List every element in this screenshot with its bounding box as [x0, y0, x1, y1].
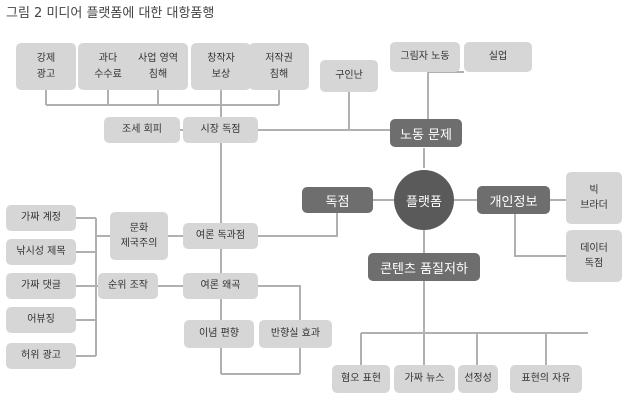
- node-copyright-infringe-line1: 저작권: [265, 53, 293, 64]
- figure-title: 그림 2 미디어 플랫폼에 대한 대항품행: [6, 6, 215, 21]
- hub-platform: 플랫폼: [394, 170, 454, 230]
- node-big-brother-line1: 빅: [589, 184, 599, 196]
- node-business-infringe-line2: 침해: [148, 68, 168, 80]
- node-ideology-bias: 이념 편향: [184, 320, 254, 348]
- node-fake-news: 가짜 뉴스: [394, 365, 455, 393]
- node-clickbait: 낚시성 제목: [6, 239, 76, 265]
- category-labor: 노동 문제: [390, 119, 462, 147]
- node-free-expression: 표현의 자유: [510, 365, 582, 393]
- node-cultural-imperialism-line2: 제국주의: [120, 238, 158, 249]
- node-data-monopoly-line2: 독점: [584, 258, 604, 269]
- node-business-infringe: 사업 영역 침해: [128, 43, 188, 90]
- category-privacy: 개인정보: [477, 186, 550, 214]
- node-business-infringe-line1: 사업 영역: [138, 53, 178, 64]
- node-big-brother: 빅 브라더: [566, 172, 622, 224]
- node-data-monopoly: 데이터 독점: [566, 230, 622, 282]
- node-manipulation: 순위 조작: [98, 273, 158, 299]
- node-job-seeking: 구인난: [320, 60, 378, 92]
- node-sensationalism: 선정성: [458, 365, 498, 393]
- node-market-monopoly: 시장 독점: [183, 117, 258, 143]
- node-hate-speech: 혐오 표현: [332, 365, 390, 393]
- node-fake-comment: 가짜 댓글: [6, 273, 76, 299]
- node-creator-comp-line2: 보상: [211, 68, 231, 80]
- category-monopoly: 독점: [302, 187, 373, 213]
- node-tax-evasion: 조세 회피: [104, 117, 180, 143]
- node-creator-comp-line1: 창작자: [207, 53, 235, 64]
- node-abusing: 어뷰징: [6, 307, 76, 333]
- node-creator-comp: 창작자 보상: [191, 43, 251, 90]
- node-gig-labor: 그림자 노동: [390, 42, 460, 72]
- node-echo-chamber: 반향실 효과: [259, 320, 332, 348]
- node-opinion-distortion: 여론 왜곡: [183, 273, 258, 299]
- node-copyright-infringe: 저작권 침해: [249, 43, 309, 90]
- node-forced-ads: 강제 광고: [16, 43, 76, 90]
- node-excess-fee-line2: 수수료: [94, 68, 122, 80]
- node-cultural-imperialism-line1: 문화: [129, 222, 149, 234]
- node-fake-account: 가짜 계정: [6, 205, 76, 231]
- node-excess-fee-line1: 과다: [98, 53, 118, 64]
- node-cultural-imperialism: 문화 제국주의: [110, 212, 168, 260]
- category-content: 콘텐츠 품질저하: [368, 253, 480, 281]
- node-forced-ads-line1: 강제: [36, 53, 56, 64]
- node-copyright-infringe-line2: 침해: [269, 68, 289, 80]
- node-unemployment: 실업: [464, 42, 532, 72]
- node-data-monopoly-line1: 데이터: [580, 242, 608, 254]
- node-opinion-oligopoly: 여론 독과점: [183, 223, 258, 249]
- node-false-ad: 허위 광고: [6, 343, 76, 369]
- node-big-brother-line2: 브라더: [580, 200, 608, 211]
- node-forced-ads-line2: 광고: [36, 68, 56, 80]
